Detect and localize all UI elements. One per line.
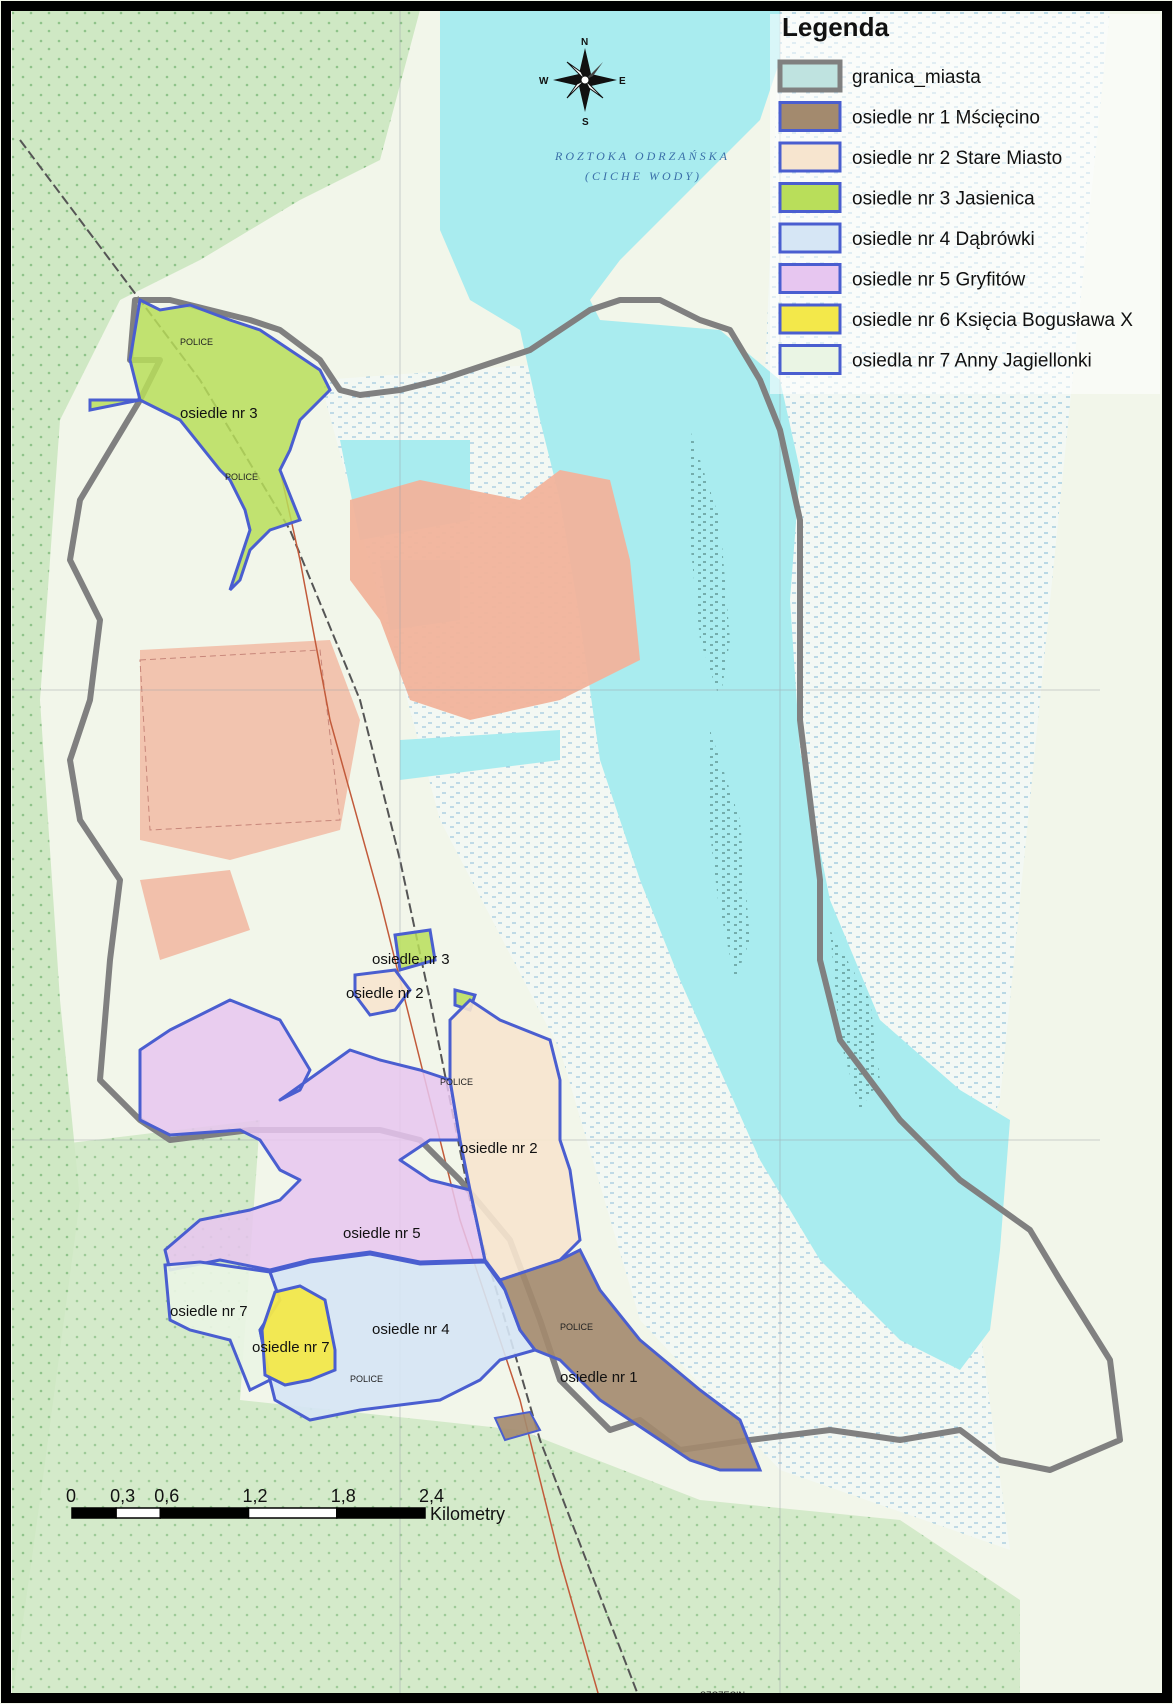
label-district-2-small: osiedle nr 2 (346, 985, 424, 1002)
legend-label-7: osiedle nr 6 Księcia Bogusława X (852, 310, 1133, 331)
scale-bar: 0 0,3 0,6 1,2 1,8 2,4 Kilometry (66, 1486, 505, 1524)
legend-swatch-4 (778, 182, 842, 213)
water-label-line1: ROZTOKA ODRZAŃSKA (554, 149, 730, 163)
district-3-jasienica-main (88, 297, 332, 592)
town-label-police-west: POLICE (225, 472, 258, 482)
label-district-7: osiedle nr 7 (170, 1303, 248, 1320)
legend-label-8: osiedla nr 7 Anny Jagiellonki (852, 351, 1092, 372)
legend-swatch-3 (778, 141, 842, 173)
compass-label-e: E (619, 76, 626, 87)
compass-needle-west-icon (553, 74, 585, 86)
district-2-old-town-main (448, 998, 582, 1282)
compass-needle-east-icon (585, 74, 617, 86)
legend-label-4: osiedle nr 3 Jasienica (852, 189, 1035, 210)
legend-swatch-7 (778, 303, 842, 335)
compass-needle-north-icon (579, 48, 591, 80)
reed-island-south (830, 930, 880, 1110)
industrial-blocks-west (140, 640, 360, 860)
scale-segment-4 (247, 1507, 338, 1519)
scale-segment-5 (336, 1507, 426, 1519)
district-6-ksiecia-boguslawa (260, 1284, 337, 1387)
district-3-jasienica-small (393, 928, 437, 972)
label-district-3-main: osiedle nr 3 (180, 405, 258, 422)
district-5-gryfitow (138, 998, 487, 1272)
forest-area-south (12, 1120, 1020, 1695)
urban-grid-area (139, 649, 341, 831)
scale-tick-label-2: 0,6 (154, 1486, 179, 1506)
legend-swatch-6 (778, 263, 842, 294)
legend-label-3: osiedle nr 2 Stare Miasto (852, 148, 1062, 169)
legend-label-1: granica_miasta (852, 67, 981, 88)
compass-label-w: W (539, 76, 549, 87)
district-1-mscieciino (497, 1247, 763, 1472)
label-district-4: osiedle nr 4 (372, 1321, 450, 1338)
water-label-line2: (CICHE WODY) (585, 169, 702, 183)
label-district-3-small: osiedle nr 3 (372, 951, 450, 968)
label-district-5: osiedle nr 5 (343, 1225, 421, 1242)
scale-unit-label: Kilometry (430, 1504, 505, 1524)
scale-segment-1 (71, 1507, 117, 1519)
scale-tick-label-3: 1,2 (243, 1486, 268, 1506)
legend-label-5: osiedle nr 4 Dąbrówki (852, 229, 1035, 250)
scale-segment-2 (115, 1507, 161, 1519)
compass-diag-icon (585, 62, 603, 80)
legend-label-6: osiedle nr 5 Gryfitów (852, 270, 1025, 291)
town-label-police-s1: POLICE (350, 1374, 383, 1384)
legend-swatch-2 (778, 101, 842, 132)
compass-needle-south-icon (579, 80, 591, 112)
district-2-old-town-small (353, 968, 412, 1017)
industrial-blocks-south (140, 870, 250, 960)
main-road (279, 469, 601, 1701)
town-label-police-s2: POLICE (560, 1322, 593, 1332)
scale-tick-label-5: 2,4 (419, 1486, 444, 1506)
city-boundary (67, 297, 1123, 1473)
legend-swatch-8 (778, 344, 842, 375)
forest-area-west (12, 10, 420, 1700)
label-district-6: osiedle nr 7 (252, 1339, 330, 1356)
legend-swatch-5 (778, 222, 842, 254)
legend-label-2: osiedle nr 1 Mścięcino (852, 108, 1040, 129)
reed-island-middle (706, 730, 750, 980)
scale-segment-3 (159, 1507, 250, 1519)
scale-tick-label-0: 0 (66, 1486, 76, 1506)
label-district-2-main: osiedle nr 2 (460, 1140, 538, 1157)
town-label-police-north: POLICE (180, 337, 213, 347)
scale-tick-label-4: 1,8 (331, 1486, 356, 1506)
district-1-mscieciino-small (493, 1410, 542, 1442)
scale-tick-labels: 0 0,3 0,6 1,2 1,8 2,4 (66, 1486, 444, 1506)
town-label-police-center: POLICE (440, 1077, 473, 1087)
compass-label-n: N (581, 37, 588, 48)
legend-title: Legenda (782, 12, 889, 42)
compass-label-s: S (582, 117, 589, 128)
legend-swatch-1 (777, 59, 843, 93)
chemical-plant-area (350, 470, 640, 720)
compass-rose: N S E W (539, 37, 626, 128)
label-district-1: osiedle nr 1 (560, 1369, 638, 1386)
scale-segments (71, 1507, 426, 1519)
scale-tick-label-1: 0,3 (110, 1486, 135, 1506)
reed-island-north (690, 430, 730, 700)
